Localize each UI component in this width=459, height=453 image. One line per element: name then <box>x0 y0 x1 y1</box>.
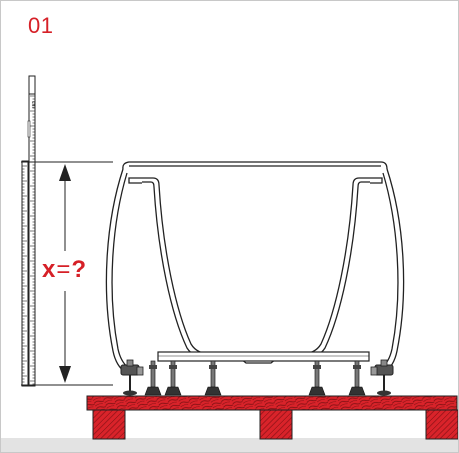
measurement-label: x=? <box>42 256 86 284</box>
floor <box>1 438 458 452</box>
measurement-equals: = <box>56 256 71 283</box>
corner-clamp-right <box>370 359 394 396</box>
wooden-pallet <box>86 395 458 440</box>
dimension-arrow-top <box>59 164 71 181</box>
support-frame <box>157 351 370 362</box>
adjustable-foot <box>164 360 182 396</box>
adjustable-foot <box>348 360 366 396</box>
adjustable-foot <box>204 360 222 396</box>
folding-ruler: cm <box>21 75 36 387</box>
measurement-variable: x <box>42 256 56 283</box>
adjustable-foot <box>144 360 162 396</box>
dimension-arrow-bottom <box>59 366 71 383</box>
bathtub-profile <box>105 161 405 374</box>
adjustable-feet <box>144 360 366 396</box>
adjustable-foot <box>308 360 326 396</box>
measurement-unknown: ? <box>71 256 87 283</box>
step-number: 01 <box>28 13 54 38</box>
ruler-unit-label: cm <box>30 101 36 108</box>
corner-clamp-left <box>120 359 144 396</box>
